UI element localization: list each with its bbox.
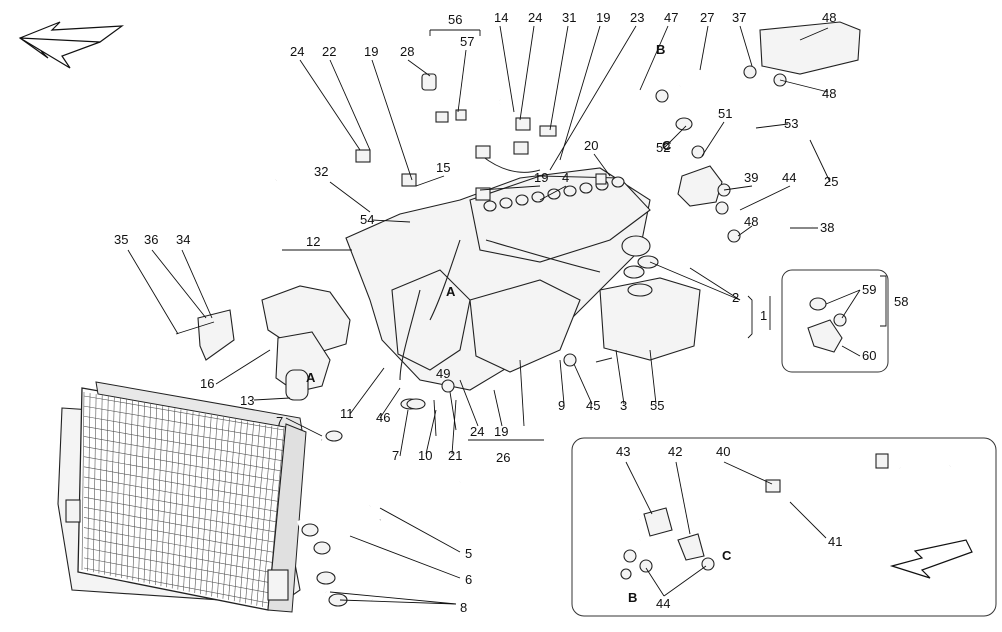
detail-box-bottom <box>571 437 997 617</box>
callout-46: 46 <box>376 410 390 425</box>
callout-48c: 48 <box>744 214 758 229</box>
callout-31: 31 <box>562 10 576 25</box>
callout-12: 12 <box>306 234 320 249</box>
callout-13: 13 <box>240 393 254 408</box>
callout-44b: 44 <box>656 596 670 611</box>
callout-44a: 44 <box>782 170 796 185</box>
callout-22: 22 <box>322 44 336 59</box>
callout-32: 32 <box>314 164 328 179</box>
callout-56: 56 <box>448 12 462 27</box>
radiator <box>57 381 307 613</box>
callout-labels: 1 2 3 4 5 6 7 7 8 9 10 11 12 13 14 15 16… <box>114 10 908 615</box>
callout-19d: 19 <box>494 424 508 439</box>
small-parts <box>355 73 607 437</box>
callout-48a: 48 <box>822 10 836 25</box>
leader-lines <box>127 25 861 605</box>
callout-53: 53 <box>784 116 798 131</box>
callout-15: 15 <box>436 160 450 175</box>
callout-7a: 7 <box>276 414 283 429</box>
callout-16: 16 <box>200 376 214 391</box>
callout-24a: 24 <box>290 44 304 59</box>
ref-A-1: A <box>306 370 316 385</box>
callout-8: 8 <box>460 600 467 615</box>
callout-28: 28 <box>400 44 414 59</box>
callout-11: 11 <box>340 406 354 421</box>
callout-34: 34 <box>176 232 190 247</box>
callout-52: 52 <box>656 140 670 155</box>
callout-24c: 24 <box>470 424 484 439</box>
callout-14: 14 <box>494 10 508 25</box>
heater-valve-assembly <box>655 21 861 243</box>
callout-10: 10 <box>418 448 432 463</box>
callout-23: 23 <box>630 10 644 25</box>
callout-3: 3 <box>620 398 627 413</box>
callout-24b: 24 <box>528 10 542 25</box>
callout-37: 37 <box>732 10 746 25</box>
group-brackets <box>282 29 887 441</box>
ref-C-2: C <box>722 548 732 563</box>
ref-B-1: B <box>656 42 665 57</box>
callout-9: 9 <box>558 398 565 413</box>
ref-C-1: C <box>662 138 672 153</box>
callout-4: 4 <box>562 170 569 185</box>
callout-49: 49 <box>436 366 450 381</box>
callout-41: 41 <box>828 534 842 549</box>
callout-27: 27 <box>700 10 714 25</box>
callout-57: 57 <box>460 34 474 49</box>
callout-6: 6 <box>465 572 472 587</box>
ref-A-2: A <box>446 284 456 299</box>
callout-19a: 19 <box>364 44 378 59</box>
callout-38: 38 <box>820 220 834 235</box>
callout-42: 42 <box>668 444 682 459</box>
callout-45: 45 <box>586 398 600 413</box>
ref-B-2: B <box>628 590 637 605</box>
callout-59: 59 <box>862 282 876 297</box>
detail-box-58 <box>781 269 889 373</box>
callout-25: 25 <box>824 174 838 189</box>
callout-7b: 7 <box>392 448 399 463</box>
thermostat-housing <box>175 285 351 401</box>
callout-20: 20 <box>584 138 598 153</box>
callout-5: 5 <box>465 546 472 561</box>
orientation-arrow-top-left <box>18 21 125 69</box>
callout-19b: 19 <box>596 10 610 25</box>
callout-36: 36 <box>144 232 158 247</box>
callout-39: 39 <box>744 170 758 185</box>
callout-40: 40 <box>716 444 730 459</box>
engine-block <box>345 167 651 391</box>
callout-54: 54 <box>360 212 374 227</box>
callout-43: 43 <box>616 444 630 459</box>
callout-21: 21 <box>448 448 462 463</box>
callout-19c: 19 <box>534 170 548 185</box>
callout-60: 60 <box>862 348 876 363</box>
callout-47: 47 <box>664 10 678 25</box>
callout-2: 2 <box>732 290 739 305</box>
callout-48b: 48 <box>822 86 836 101</box>
callout-51: 51 <box>718 106 732 121</box>
callout-35: 35 <box>114 232 128 247</box>
callout-55: 55 <box>650 398 664 413</box>
callout-26: 26 <box>496 450 510 465</box>
expansion-tank <box>563 235 701 367</box>
orientation-arrow-bottom-right <box>889 539 973 579</box>
callout-1: 1 <box>760 308 767 323</box>
callout-58: 58 <box>894 294 908 309</box>
